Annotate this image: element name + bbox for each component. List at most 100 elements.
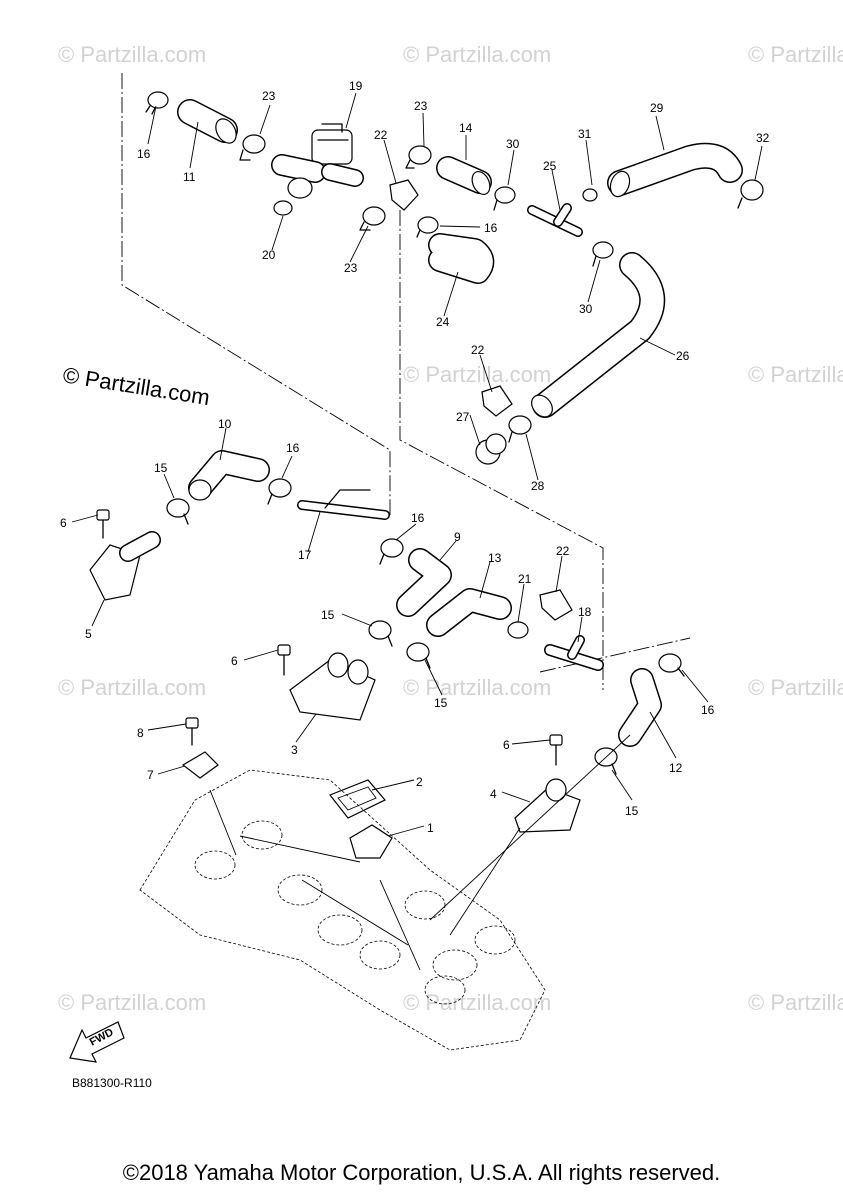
callout-31: 31: [578, 127, 592, 141]
watermark: © Partzilla.com: [748, 362, 843, 387]
callout-30b: 30: [579, 302, 593, 316]
cylinder-head-cover: [139, 734, 631, 1051]
callout-15c: 15: [434, 696, 448, 710]
copyright-notice: ©2018 Yamaha Motor Corporation, U.S.A. A…: [122, 1160, 721, 1185]
cap-27: [475, 433, 507, 465]
callout-11: 11: [183, 170, 196, 184]
bracket-22c: [539, 589, 573, 621]
callout-16b: 16: [484, 221, 498, 235]
brand-label: © Partzilla.com: [61, 362, 211, 410]
callout-5: 5: [85, 627, 92, 641]
hose-26: [531, 252, 666, 418]
air-cutoff-valve-19: [271, 123, 364, 199]
hose-clamp-16b: [416, 216, 439, 238]
callout-30a: 30: [506, 137, 520, 151]
callout-9: 9: [454, 530, 461, 544]
callout-6a: 6: [60, 516, 67, 530]
watermark: © Partzilla.com: [403, 990, 551, 1015]
hose-11: [177, 99, 238, 144]
bolt-6a: [96, 509, 110, 539]
callout-29: 29: [650, 101, 664, 115]
callout-24: 24: [436, 315, 450, 329]
bracket-22b: [481, 385, 513, 417]
callout-17: 17: [298, 548, 312, 562]
bracket-22a: [389, 179, 419, 211]
watermark: © Partzilla.com: [58, 990, 206, 1015]
callout-23c: 23: [344, 261, 358, 275]
callout-22c: 22: [556, 544, 570, 558]
fwd-arrow-icon: FWD: [69, 1021, 125, 1063]
hose-12: [618, 668, 662, 747]
bolt-6b: [277, 644, 291, 676]
hose-clamp-16d: [379, 538, 404, 565]
callout-18: 18: [578, 605, 592, 619]
callout-16c: 16: [286, 441, 300, 455]
reed-cover-4: [514, 778, 581, 833]
plate-7: [181, 751, 219, 779]
hose-10: [188, 450, 270, 501]
joint-25: [527, 203, 583, 237]
leader-lines: [71, 92, 763, 837]
bolt-6c: [549, 734, 563, 766]
watermark: © Partzilla.com: [748, 675, 843, 700]
cover-2: [329, 779, 386, 819]
watermark: © Partzilla.com: [748, 42, 843, 67]
callout-22b: 22: [471, 343, 485, 357]
hose-29: [607, 142, 743, 198]
callout-8: 8: [137, 726, 144, 740]
watermark: © Partzilla.com: [58, 42, 206, 67]
callout-1: 1: [427, 821, 434, 835]
hose-14: [436, 156, 492, 195]
assembly-dashed-lines: [121, 73, 691, 690]
callout-14: 14: [459, 121, 473, 135]
callout-15a: 15: [154, 461, 168, 475]
hose-clamp-15b: [368, 620, 393, 647]
hose-clamp-16c: [267, 478, 292, 505]
watermark: © Partzilla.com: [403, 675, 551, 700]
callout-15b: 15: [321, 608, 335, 622]
cap-31: [582, 188, 598, 202]
reed-valve-1: [349, 824, 393, 859]
hose-clamp-23b: [405, 145, 432, 169]
bolt-8: [185, 717, 199, 746]
callout-27: 27: [456, 410, 470, 424]
joint-18: [544, 635, 604, 671]
callout-32: 32: [756, 131, 770, 145]
callout-26: 26: [676, 349, 690, 363]
callout-23b: 23: [414, 99, 428, 113]
callout-4: 4: [490, 787, 497, 801]
callouts: 1 2 3 4 5 6 6 6 7 8 9 10 11 12 13 14 15 …: [60, 79, 770, 835]
callout-7: 7: [147, 768, 154, 782]
hose-13: [426, 588, 512, 637]
hose-clamp-28: [508, 415, 532, 443]
callout-6c: 6: [503, 738, 510, 752]
hose-9: [396, 548, 452, 617]
callout-3: 3: [291, 743, 298, 757]
callout-20: 20: [262, 248, 276, 262]
watermark: © Partzilla.com: [58, 675, 206, 700]
reed-cover-3: [289, 652, 376, 721]
hose-clamp-30a: [493, 186, 516, 211]
callout-16d: 16: [411, 511, 425, 525]
callout-12: 12: [669, 761, 683, 775]
reference-code: B881300-R110: [72, 1076, 152, 1090]
callout-15d: 15: [625, 804, 639, 818]
callout-10: 10: [218, 417, 232, 431]
callout-21: 21: [518, 572, 532, 586]
callout-25: 25: [543, 159, 557, 173]
pipe-17: [297, 489, 390, 520]
hose-24: [428, 233, 495, 284]
watermarks: © Partzilla.com © Partzilla.com © Partzi…: [58, 42, 843, 1015]
hose-clamp-23c: [359, 206, 386, 231]
o-ring-20: [273, 200, 293, 216]
callout-16e: 16: [701, 703, 715, 717]
reed-cover-5: [89, 531, 161, 601]
watermark: © Partzilla.com: [403, 362, 551, 387]
hose-clamp-23a: [239, 134, 266, 161]
hose-clamp-32: [737, 179, 764, 209]
callout-19: 19: [349, 79, 363, 93]
hose-clamp-30b: [592, 241, 614, 267]
callout-23a: 23: [262, 89, 276, 103]
callout-6b: 6: [231, 654, 238, 668]
